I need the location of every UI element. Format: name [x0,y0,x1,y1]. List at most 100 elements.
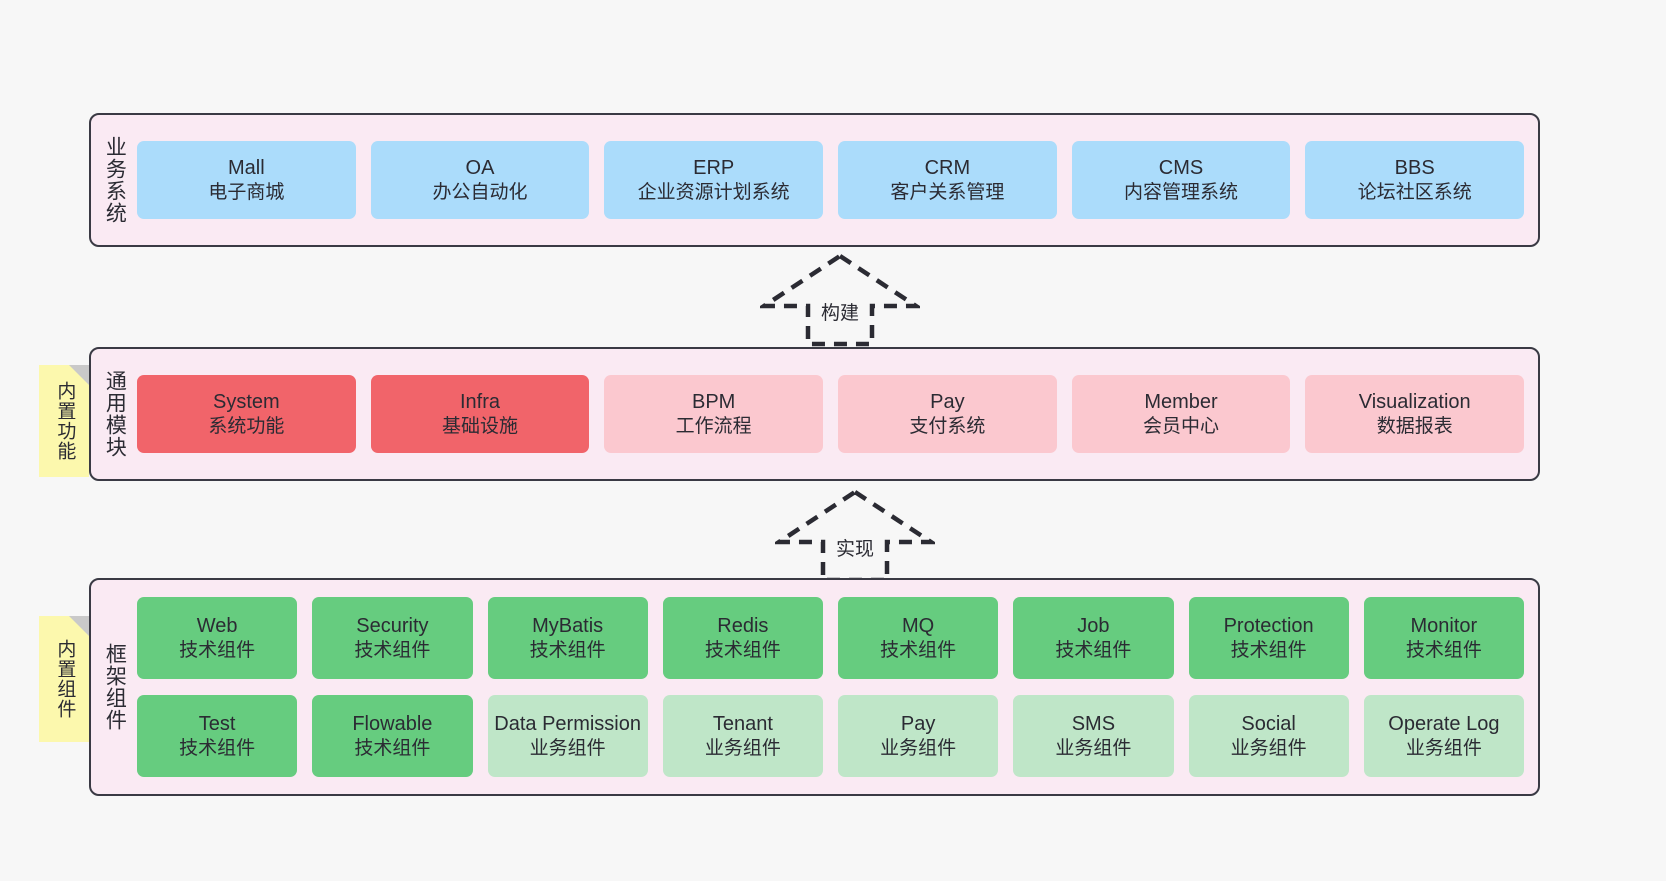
up-arrow-icon [775,489,935,583]
card-title: Pay [900,712,936,735]
card-subtitle: 业务组件 [1055,737,1132,759]
card-subtitle: 客户关系管理 [890,181,1005,203]
card-subtitle: 企业资源计划系统 [637,181,790,203]
card-redis[interactable]: Redis 技术组件 [662,597,823,679]
card-subtitle: 系统功能 [208,415,285,437]
card-protection[interactable]: Protection 技术组件 [1188,597,1349,679]
card-title: Social [1241,712,1296,735]
card-subtitle: 技术组件 [354,639,431,661]
card-subtitle: 论坛社区系统 [1357,181,1472,203]
card-tenant[interactable]: Tenant 业务组件 [662,695,823,777]
card-oa[interactable]: OA 办公自动化 [370,141,590,219]
card-subtitle: 技术组件 [354,737,431,759]
card-sms[interactable]: SMS 业务组件 [1013,695,1174,777]
layer-body-framework-components: Web 技术组件 Security 技术组件 MyBatis 技术组件 Redi… [137,580,1538,794]
card-title: Mall [228,156,265,179]
arrow-implement: 实现 [775,488,935,584]
card-web[interactable]: Web 技术组件 [137,597,298,679]
layer-body-business-systems: Mall 电子商城 OA 办公自动化 ERP 企业资源计划系统 CRM 客户关系… [137,115,1538,245]
card-subtitle: 办公自动化 [432,181,528,203]
card-title: Flowable [352,712,433,735]
card-title: SMS [1071,712,1116,735]
card-row: Mall 电子商城 OA 办公自动化 ERP 企业资源计划系统 CRM 客户关系… [137,141,1525,219]
card-title: Redis [717,614,769,637]
up-arrow-icon [760,253,920,347]
card-pay[interactable]: Pay 支付系统 [838,375,1057,453]
card-mq[interactable]: MQ 技术组件 [838,597,999,679]
layer-framework-components: 框架组件 Web 技术组件 Security 技术组件 MyBatis 技术组件… [89,578,1540,796]
card-subtitle: 技术组件 [1230,639,1307,661]
card-visualization[interactable]: Visualization 数据报表 [1305,375,1525,453]
card-operate-log[interactable]: Operate Log 业务组件 [1363,695,1524,777]
card-bbs[interactable]: BBS 论坛社区系统 [1305,141,1525,219]
layer-title-business-systems: 业务系统 [103,136,127,224]
card-title: Security [356,614,429,637]
card-title: Data Permission [494,712,641,735]
card-monitor[interactable]: Monitor 技术组件 [1363,597,1524,679]
card-title: MQ [902,614,935,637]
card-system[interactable]: System 系统功能 [137,375,356,453]
card-subtitle: 业务组件 [1230,737,1307,759]
card-erp[interactable]: ERP 企业资源计划系统 [604,141,824,219]
arrow-build: 构建 [760,252,920,348]
card-title: Monitor [1410,614,1478,637]
card-subtitle: 业务组件 [704,737,781,759]
card-title: Test [198,712,236,735]
card-pay-component[interactable]: Pay 业务组件 [838,695,999,777]
card-row: Test 技术组件 Flowable 技术组件 Data Permission … [137,695,1524,777]
card-crm[interactable]: CRM 客户关系管理 [838,141,1057,219]
card-subtitle: 技术组件 [179,737,256,759]
card-data-permission[interactable]: Data Permission 业务组件 [487,695,648,777]
card-subtitle: 业务组件 [880,737,957,759]
card-title: ERP [693,156,735,179]
card-member[interactable]: Member 会员中心 [1071,375,1291,453]
card-security[interactable]: Security 技术组件 [312,597,473,679]
sticky-note-builtin-features: 内置功能 [39,365,89,477]
card-subtitle: 内容管理系统 [1124,181,1239,203]
card-title: BBS [1394,156,1435,179]
layer-title-common-modules: 通用模块 [103,370,127,458]
card-title: Protection [1223,614,1314,637]
card-subtitle: 支付系统 [909,415,986,437]
card-cms[interactable]: CMS 内容管理系统 [1071,141,1291,219]
card-social[interactable]: Social 业务组件 [1188,695,1349,777]
card-title: BPM [692,390,736,413]
card-bpm[interactable]: BPM 工作流程 [604,375,824,453]
card-row: System 系统功能 Infra 基础设施 BPM 工作流程 Pay 支付系统… [137,375,1525,453]
card-mall[interactable]: Mall 电子商城 [137,141,356,219]
card-test[interactable]: Test 技术组件 [137,695,298,777]
card-title: System [212,390,280,413]
card-subtitle: 技术组件 [1405,639,1482,661]
card-title: Visualization [1358,390,1471,413]
card-title: Operate Log [1388,712,1500,735]
card-title: Infra [459,390,501,413]
sticky-note-builtin-components: 内置组件 [39,616,89,742]
card-mybatis[interactable]: MyBatis 技术组件 [487,597,648,679]
layer-body-common-modules: System 系统功能 Infra 基础设施 BPM 工作流程 Pay 支付系统… [137,349,1538,479]
card-title: Member [1144,390,1218,413]
layer-title-framework-components: 框架组件 [103,643,127,731]
layer-business-systems: 业务系统 Mall 电子商城 OA 办公自动化 ERP 企业资源计划系统 CRM… [89,113,1540,247]
card-flowable[interactable]: Flowable 技术组件 [312,695,473,777]
card-subtitle: 业务组件 [1405,737,1482,759]
card-subtitle: 电子商城 [208,181,285,203]
card-title: Pay [930,390,965,413]
card-subtitle: 会员中心 [1143,415,1220,437]
card-title: MyBatis [532,614,604,637]
card-job[interactable]: Job 技术组件 [1013,597,1174,679]
card-infra[interactable]: Infra 基础设施 [370,375,590,453]
card-subtitle: 业务组件 [529,737,606,759]
layer-common-modules: 通用模块 System 系统功能 Infra 基础设施 BPM 工作流程 Pay… [89,347,1540,481]
card-title: OA [465,156,495,179]
card-subtitle: 基础设施 [442,415,519,437]
card-row: Web 技术组件 Security 技术组件 MyBatis 技术组件 Redi… [137,597,1524,679]
card-title: Job [1077,614,1110,637]
card-subtitle: 工作流程 [675,415,752,437]
card-title: Web [196,614,238,637]
card-title: Tenant [712,712,773,735]
card-subtitle: 技术组件 [704,639,781,661]
card-subtitle: 技术组件 [880,639,957,661]
card-subtitle: 技术组件 [1055,639,1132,661]
card-title: CMS [1158,156,1204,179]
